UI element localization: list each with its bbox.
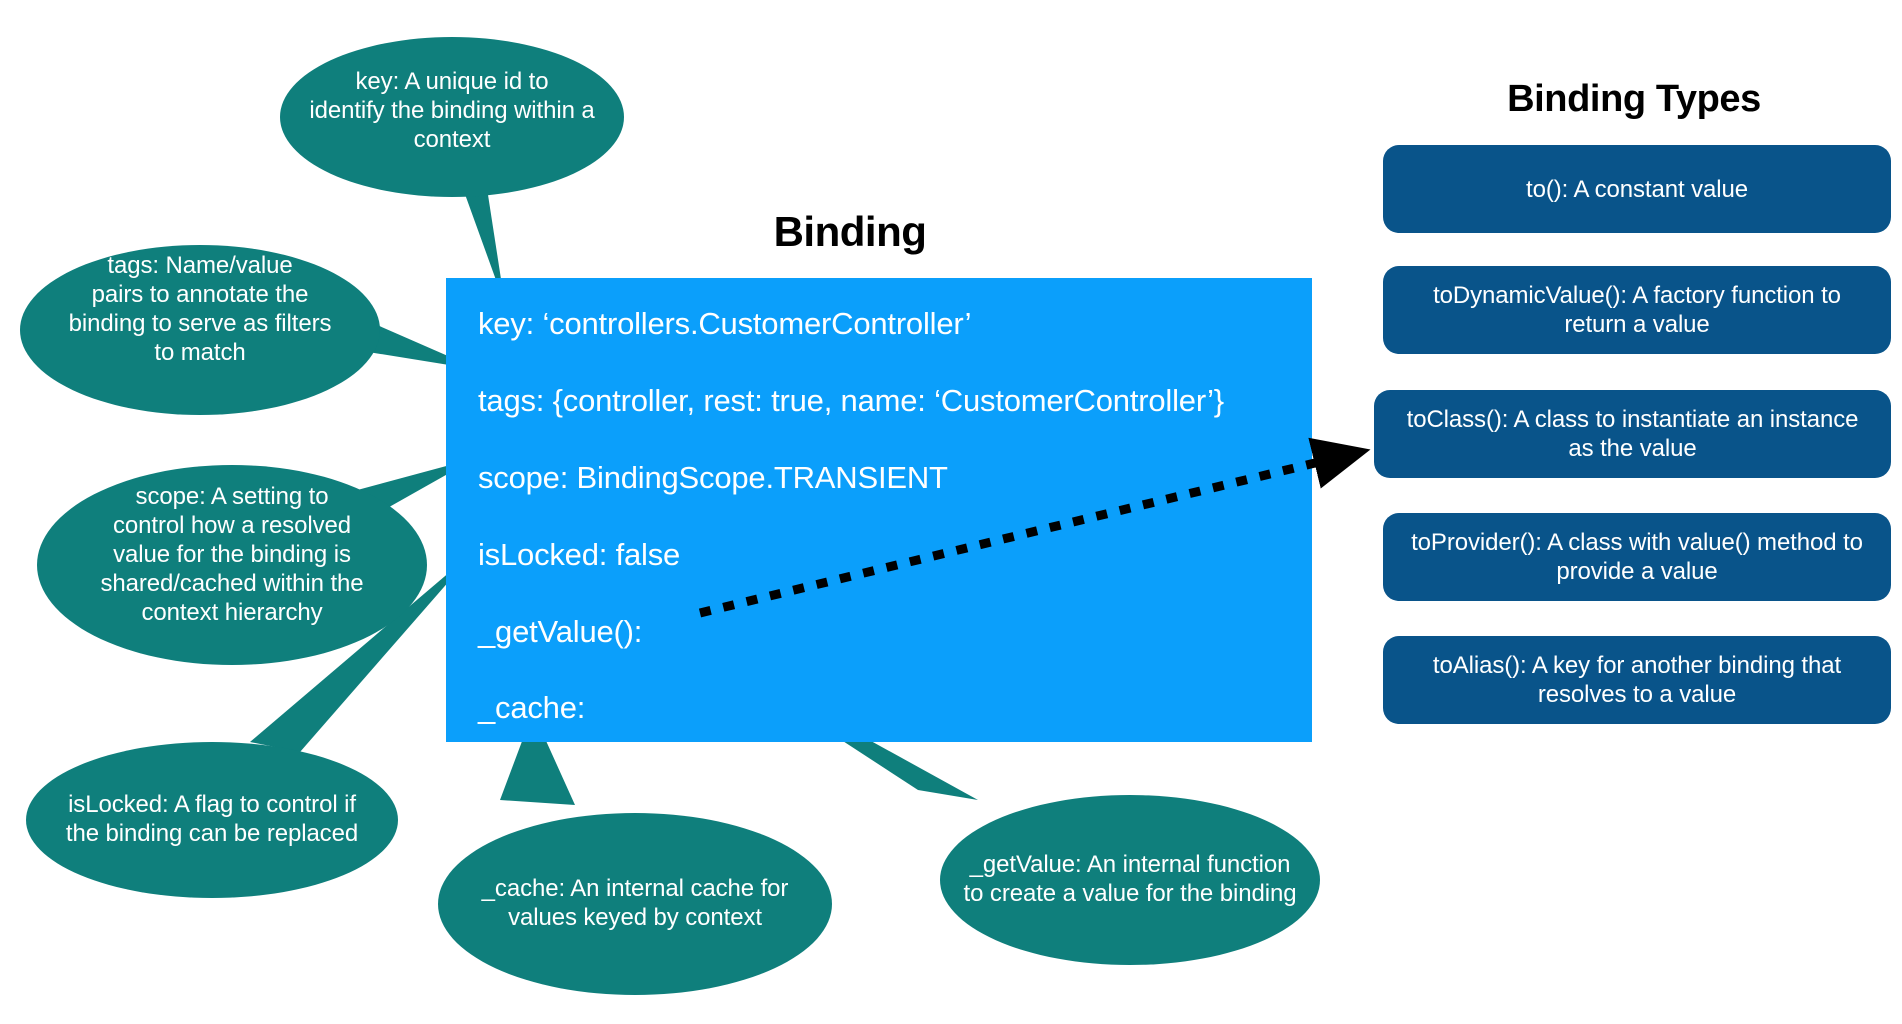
binding-type-card-to[interactable] [1383,145,1891,233]
binding-field-islocked: isLocked: false [478,537,681,572]
binding-type-label-to: to(): A constant value [1526,176,1748,203]
binding-field-getvalue: _getValue(): [478,614,643,649]
binding-type-label-todynamicvalue: toDynamicValue(): A factory function to … [1433,282,1841,339]
binding-types-title: Binding Types [1507,78,1761,120]
binding-field-cache: _cache: [478,690,586,725]
binding-type-card-todynamicvalue[interactable] [1383,266,1891,354]
callout-bubble-scope [37,465,427,665]
binding-type-label-toalias: toAlias(): A key for another binding tha… [1432,652,1842,709]
binding-type-label-toprovider: toProvider(): A class with value() metho… [1411,529,1863,586]
callout-bubble-islocked [26,742,398,898]
binding-type-card-toalias[interactable] [1383,636,1891,724]
callout-bubble-key [280,37,624,197]
callout-bubble-tags [20,245,380,415]
binding-field-key: key: ‘controllers.CustomerController’ [478,306,972,341]
binding-field-tags: tags: {controller, rest: true, name: ‘Cu… [478,383,1224,418]
callout-tail-islocked [250,548,478,752]
callout-bubble-cache [438,813,832,995]
binding-type-card-toclass[interactable] [1374,390,1891,478]
callout-bubble-getvalue [940,795,1320,965]
binding-field-scope: scope: BindingScope.TRANSIENT [478,460,948,495]
binding-type-label-toclass: toClass(): A class to instantiate an ins… [1406,406,1859,463]
callout-tail-cache [500,712,575,805]
binding-type-card-toprovider[interactable] [1383,513,1891,601]
connector-getvalue-to-toclass [698,437,1371,618]
page-title: Binding [773,208,927,255]
binding-box [446,278,1312,742]
